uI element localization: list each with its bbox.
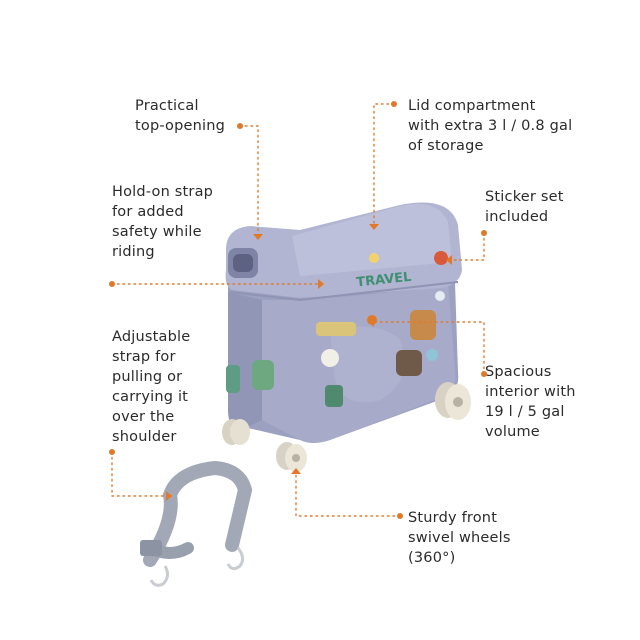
callout-spacious-interior: Spacious interior with 19 l / 5 gal volu…: [485, 364, 576, 440]
callout-sticker-set: Sticker set included: [485, 189, 564, 225]
callout-front-wheels: Sturdy front swivel wheels (360°): [408, 510, 511, 566]
shoulder-strap: [140, 460, 253, 587]
travel-sticker: TRAVEL: [356, 270, 413, 291]
callout-lid-compartment: Lid compartment with extra 3 l / 0.8 gal…: [408, 98, 573, 154]
callout-adjustable-strap: Adjustable strap for pulling or carrying…: [112, 329, 191, 445]
callout-hold-on-strap: Hold-on strap for added safety while rid…: [112, 184, 214, 260]
suitcase: TRAVEL: [225, 202, 462, 443]
callout-top-opening: Practical top-opening: [135, 98, 226, 134]
leader-lines: [111, 103, 485, 517]
leader-dots: [109, 101, 487, 519]
wheels: [222, 382, 471, 472]
